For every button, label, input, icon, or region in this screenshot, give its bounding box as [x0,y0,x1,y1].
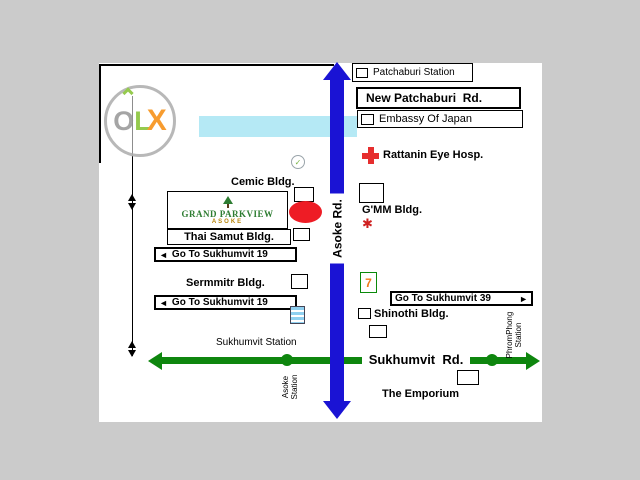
location-marker [289,201,322,223]
embassy-box: Embassy Of Japan [357,110,523,128]
building-icon [457,370,479,385]
sukhumvit-road-east-arrow-icon [526,352,540,370]
sermmitr-label: Sermmitr Bldg. [186,277,265,289]
map-border-left [99,64,101,163]
grand-parkview-logo: GRAND PARKVIEW ASOKE [167,191,288,229]
rattanin-label: Rattanin Eye Hosp. [383,149,484,161]
left-arrow-icon: ◄ [159,249,168,260]
building-icon [358,308,371,319]
olx-watermark: O L X [104,85,176,157]
sukhumvit-road-label: Sukhumvit Rd. [362,350,470,369]
asoke-station-label: Asoke Station [281,374,299,400]
asoke-road-south-arrow-icon [323,401,351,419]
olx-letter-o: O [113,105,135,136]
building-icon [359,183,384,203]
logo-name: GRAND PARKVIEW [181,208,274,219]
new-patchaburi-road-label: New Patchaburi Rd. [366,91,483,105]
embassy-label: Embassy Of Japan [379,113,472,125]
patchaburi-station-label: Patchaburi Station [373,67,455,78]
sukhumvit-road-west-arrow-icon [148,352,162,370]
right-arrow-icon: ► [519,293,528,304]
building-icon [369,325,387,338]
sukhumvit-station-label: Sukhumvit Station [216,337,297,348]
gmm-flower-icon: ✱ [362,216,373,231]
striped-building-icon [290,306,305,324]
logo-subtitle: ASOKE [211,218,244,225]
phromphong-station-label: PhromPhong Station [505,311,523,359]
thai-samut-label: Thai Samut Bldg. [184,231,274,243]
asoke-road-label: Asoke Rd. [329,193,345,264]
patchaburi-station-box: Patchaburi Station [352,63,473,82]
goto-sukhumvit19-upper-label: Go To Sukhumvit 19 [171,249,268,260]
olx-circle: O L X [104,85,176,157]
tree-icon [220,195,236,209]
red-cross-icon [362,147,379,164]
asoke-road-north-arrow-icon [323,62,351,80]
building-icon [291,274,308,289]
shinothi-label: Shinothi Bldg. [374,308,449,320]
map-border-top [99,64,334,66]
olx-letter-x: X [146,104,167,137]
emporium-label: The Emporium [382,388,460,400]
goto-sukhumvit19-lower: ◄ Go To Sukhumvit 19 [154,295,297,310]
goto-sukhumvit39-label: Go To Sukhumvit 39 [395,293,491,304]
building-icon [294,187,314,202]
thai-samut-box: Thai Samut Bldg. [167,229,291,245]
building-icon [361,113,374,125]
distance-arrow-up-icon [128,194,136,201]
distance-arrow-up-icon [128,341,136,348]
goto-sukhumvit19-upper: ◄ Go To Sukhumvit 19 [154,247,297,262]
goto-sukhumvit39: Go To Sukhumvit 39 ► [390,291,533,306]
gmm-label: G'MM Bldg. [362,204,423,216]
new-patchaburi-road-box: New Patchaburi Rd. [356,87,521,109]
left-arrow-icon: ◄ [159,297,168,308]
seven-eleven-icon: 7 [360,272,377,293]
emblem-icon: ✓ [291,155,305,169]
canal-band [199,116,357,137]
olx-letter-l: L [134,105,151,136]
distance-line [132,96,133,356]
distance-arrow-down-icon [128,203,136,210]
asoke-station-dot [281,354,293,366]
distance-arrow-down-icon [128,350,136,357]
phromphong-station-dot [486,354,498,366]
goto-sukhumvit19-lower-label: Go To Sukhumvit 19 [171,297,268,308]
building-icon [293,228,310,241]
cemic-label: Cemic Bldg. [231,176,295,188]
building-icon [356,67,368,78]
